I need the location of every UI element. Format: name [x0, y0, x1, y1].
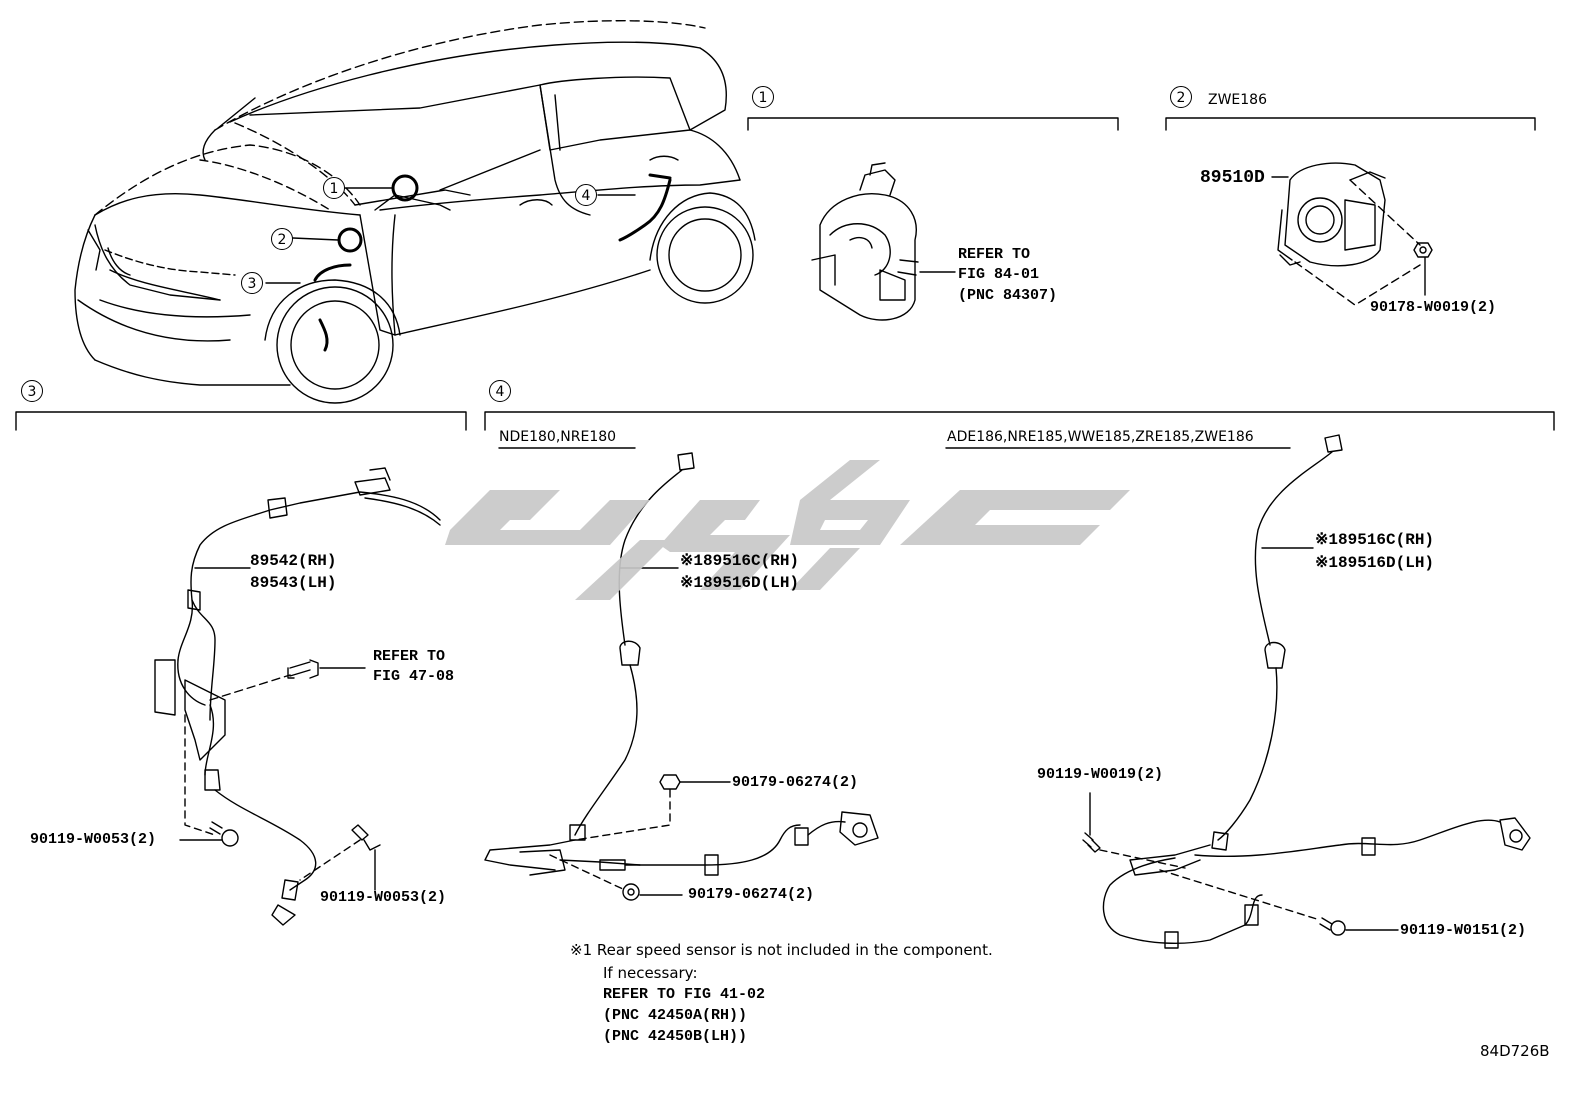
bolt-90119-w0019 [1082, 832, 1101, 853]
footnote-line5: (PNC 42450B(LH)) [603, 1028, 748, 1045]
nut-90179-a [659, 774, 681, 790]
front-speed-sensor-harness [154, 467, 441, 926]
part-89510D: 89510D [1200, 168, 1265, 188]
callout-3: 3 [241, 272, 263, 294]
car-illustration [74, 20, 756, 404]
part-89516D-right: ※189516D(LH) [1315, 554, 1435, 572]
callout-4: 4 [575, 184, 597, 206]
refer-fig-84-01-line1: REFER TO [958, 246, 1031, 263]
part-90178-W0019: 90178-W0019(2) [1370, 299, 1497, 316]
section-2-number: 2 [1170, 86, 1192, 108]
section-4-bracket [484, 411, 1555, 431]
spiral-cable-drawing [811, 162, 919, 321]
part-90119-W0053-b: 90119-W0053(2) [320, 889, 447, 906]
rear-sensor-harness-left [484, 452, 879, 876]
refer-fig-84-01-line3: (PNC 84307) [958, 287, 1058, 304]
bolt-90119-w0053-a [209, 821, 239, 847]
section-3-bracket [15, 411, 467, 431]
watermark-logo [445, 460, 1130, 600]
bolt-90119-w0151 [1319, 917, 1346, 936]
footnote-line3: REFER TO FIG 41-02 [603, 986, 766, 1003]
figure-id: 84D726B [1480, 1042, 1550, 1060]
refer-fig-47-08-line1: REFER TO [373, 648, 446, 665]
section-1-number: 1 [752, 86, 774, 108]
section-4-model-right: ADE186,NRE185,WWE185,ZRE185,ZWE186 [947, 429, 1254, 445]
part-89543: 89543(LH) [250, 574, 337, 592]
refer-fig-84-01-line2: FIG 84-01 [958, 266, 1040, 283]
part-90179-06274-a: 90179-06274(2) [732, 774, 859, 791]
section-4-number: 4 [489, 380, 511, 402]
section-4-model-left: NDE180,NRE180 [499, 429, 617, 445]
section-1-bracket [747, 117, 1119, 131]
part-90119-W0019: 90119-W0019(2) [1037, 766, 1164, 783]
part-89516C-left: ※189516C(RH) [680, 552, 800, 570]
footnote-line4: (PNC 42450A(RH)) [603, 1007, 748, 1024]
nut-90179-b [622, 883, 640, 901]
part-90119-W0053-a: 90119-W0053(2) [30, 831, 157, 848]
callout-1: 1 [323, 177, 345, 199]
callout-2: 2 [271, 228, 293, 250]
bolt-refer-47-08 [287, 659, 319, 679]
section-2-bracket [1165, 117, 1536, 131]
part-89516D-left: ※189516D(LH) [680, 574, 800, 592]
part-90119-W0151: 90119-W0151(2) [1400, 922, 1527, 939]
refer-fig-47-08-line2: FIG 47-08 [373, 668, 455, 685]
section-2-model: ZWE186 [1208, 92, 1268, 108]
part-89516C-right: ※189516C(RH) [1315, 531, 1435, 549]
bolt-90119-w0053-b [351, 824, 381, 851]
part-89542: 89542(RH) [250, 552, 337, 570]
nut-90178-drawing [1413, 242, 1433, 258]
rear-sensor-harness-right [1102, 434, 1531, 949]
section-3-number: 3 [21, 380, 43, 402]
footnote-line2: If necessary: [603, 964, 698, 982]
yaw-rate-sensor-drawing [1277, 162, 1386, 267]
part-90179-06274-b: 90179-06274(2) [688, 886, 815, 903]
footnote-line1: ※1 Rear speed sensor is not included in … [570, 941, 993, 959]
